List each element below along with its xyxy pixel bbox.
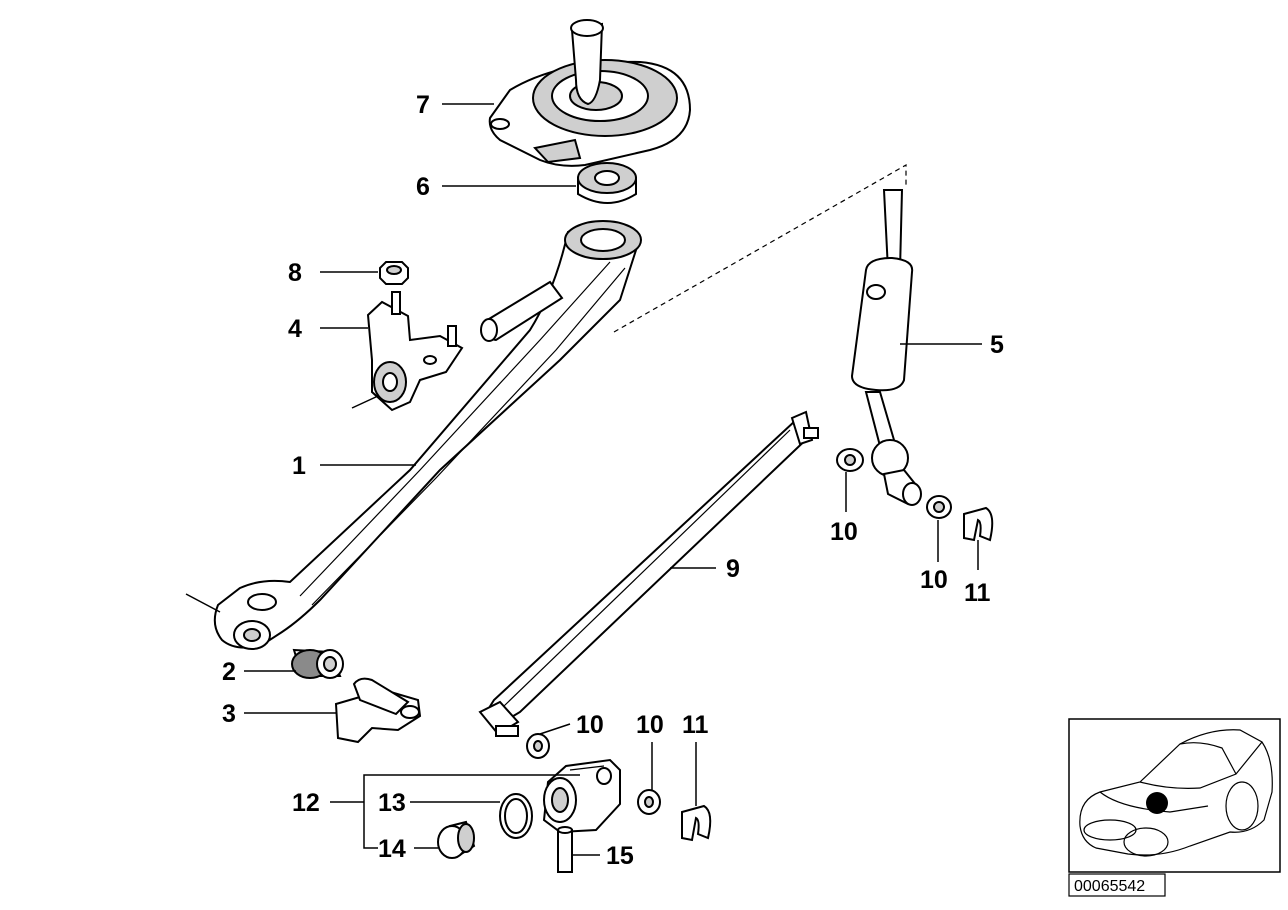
callout-9[interactable]: 9 [726,555,740,583]
leader-lines [185,103,982,856]
shift-boot-part-7[interactable] [488,19,692,167]
reference-number: 00065542 [1074,878,1145,895]
location-marker-icon [1146,792,1168,814]
shift-arm-part-1[interactable] [213,220,642,650]
callout-2[interactable]: 2 [222,658,236,686]
reference-number-box: 00065542 [1068,873,1166,897]
nut-part-8[interactable] [379,261,409,285]
callout-4[interactable]: 4 [288,315,302,343]
washer-part-10-lower-left[interactable] [526,733,550,759]
vehicle-locator-inset [1068,718,1281,873]
sleeve-bearing-part-2[interactable] [291,648,344,679]
bearing-bushing-part-6[interactable] [577,162,637,204]
callout-3[interactable]: 3 [222,700,236,728]
callout-6[interactable]: 6 [416,173,430,201]
selector-rod-part-5[interactable] [850,189,922,506]
callout-11-upper[interactable]: 11 [964,579,991,607]
callout-10-upper-left[interactable]: 10 [830,518,858,546]
joint-housing-part-12[interactable] [542,758,621,834]
holder-part-3[interactable] [334,677,422,744]
callout-7[interactable]: 7 [416,91,430,119]
callout-labels: 7 6 8 4 1 2 3 5 9 10 10 11 10 10 11 12 1… [222,91,1004,870]
car-outline-icon [1079,729,1273,857]
callout-10-lower-right[interactable]: 10 [636,711,664,739]
clip-part-11-upper[interactable] [963,506,994,542]
washer-part-10-upper-left[interactable] [836,448,864,472]
callout-12[interactable]: 12 [292,789,320,817]
washer-part-10-lower-right[interactable] [637,789,661,815]
bracket-part-4[interactable] [366,291,464,412]
connecting-rod-part-9[interactable] [478,410,819,737]
o-ring-part-13[interactable] [499,793,533,839]
washer-part-10-upper-right[interactable] [926,495,952,519]
callout-15[interactable]: 15 [606,842,634,870]
assembly-dashed-line [613,163,907,333]
clip-part-11-lower[interactable] [681,804,712,842]
callout-10-lower-left[interactable]: 10 [576,711,604,739]
pin-part-15[interactable] [557,826,573,873]
callout-10-upper-right[interactable]: 10 [920,566,948,594]
callout-8[interactable]: 8 [288,259,302,287]
callout-5[interactable]: 5 [990,331,1004,359]
bushing-part-14[interactable] [437,820,476,859]
callout-11-lower[interactable]: 11 [682,711,709,739]
callout-1[interactable]: 1 [292,452,306,480]
callout-14[interactable]: 14 [378,835,406,863]
callout-13[interactable]: 13 [378,789,406,817]
